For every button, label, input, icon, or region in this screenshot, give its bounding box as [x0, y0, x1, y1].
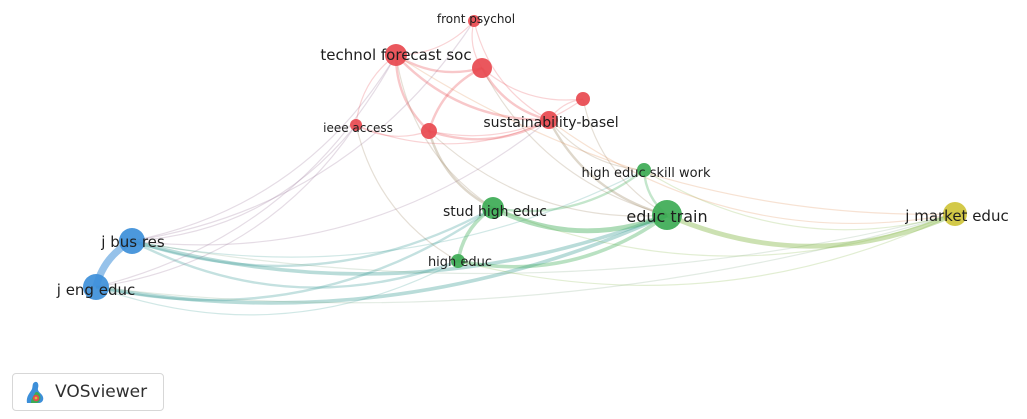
node-ieee-access[interactable] [350, 119, 362, 131]
network-edge [428, 130, 668, 217]
network-edge [95, 124, 357, 288]
network-edge [666, 211, 956, 249]
node-label-stud-high-educ: stud high educ [443, 204, 547, 220]
node-sustainability-basel[interactable] [540, 111, 558, 129]
network-edge [395, 54, 494, 209]
node-label-sustainability-basel: sustainability-basel [483, 115, 618, 131]
network-edge [491, 205, 668, 234]
node-educ-train[interactable] [652, 200, 682, 230]
network-edge [492, 207, 956, 257]
nodes-layer [83, 15, 967, 300]
node-label-ieee-access: ieee access [323, 121, 393, 135]
network-edge [131, 213, 956, 275]
node-label-technol-forecast-soc: technol forecast soc [320, 46, 471, 64]
node-j-market-educ[interactable] [943, 202, 967, 226]
network-edge [481, 67, 668, 216]
node-label-j-eng-educ: j eng educ [56, 281, 135, 299]
network-edge [582, 98, 668, 216]
brand-name: VOSviewer [55, 382, 148, 402]
network-edge [95, 207, 494, 302]
labels-layer: front psychol technol forecast soc sustain… [56, 12, 1009, 299]
network-edge [547, 119, 668, 217]
network-edge [131, 169, 645, 258]
network-edge [355, 124, 459, 262]
vosviewer-logo-icon [26, 381, 44, 403]
node-front-psychol[interactable] [468, 15, 480, 27]
network-edge [395, 54, 550, 122]
node-red-unlabeled-2[interactable] [576, 92, 590, 106]
network-edge [95, 213, 668, 305]
network-edge [492, 169, 645, 213]
network-edge [428, 118, 550, 141]
network-edge [643, 169, 956, 231]
network-edge [481, 67, 584, 101]
network-edge [428, 98, 584, 137]
network-edge [395, 54, 956, 215]
network-edge [131, 119, 550, 246]
network-edge [95, 260, 459, 316]
node-j-eng-educ[interactable] [83, 274, 109, 300]
node-label-educ-train: educ train [626, 207, 707, 226]
network-edge [131, 124, 357, 242]
node-label-high-educ: high educ [428, 255, 492, 270]
vosviewer-brand: VOSviewer [12, 373, 164, 411]
network-edge [95, 213, 956, 304]
node-j-bus-res[interactable] [119, 228, 145, 254]
node-label-j-bus-res: j bus res [100, 233, 165, 251]
network-edge [427, 130, 494, 210]
node-label-high-educ-skill-work: high educ skill work [582, 166, 711, 181]
network-edge [131, 213, 668, 276]
node-red-unlabeled-3[interactable] [421, 123, 437, 139]
node-high-educ[interactable] [451, 254, 465, 268]
network-edge [131, 206, 494, 268]
edges-layer [92, 20, 956, 316]
network-edge [355, 119, 550, 145]
network-edge [548, 119, 645, 171]
node-technol-forecast-soc[interactable] [385, 44, 407, 66]
network-edge [394, 54, 430, 132]
network-edge [457, 213, 956, 286]
node-label-j-market-educ: j market educ [904, 207, 1008, 225]
node-stud-high-educ[interactable] [482, 197, 504, 219]
network-edge [131, 239, 459, 289]
node-high-educ-skill-work[interactable] [637, 163, 651, 177]
node-label-front-psychol: front psychol [437, 12, 515, 26]
network-edge [548, 119, 956, 225]
network-edge [131, 20, 475, 242]
network-edge [131, 54, 397, 242]
node-red-unlabeled[interactable] [472, 58, 492, 78]
network-edge [95, 54, 397, 288]
network-edge [457, 213, 669, 269]
network-edge [473, 20, 550, 121]
